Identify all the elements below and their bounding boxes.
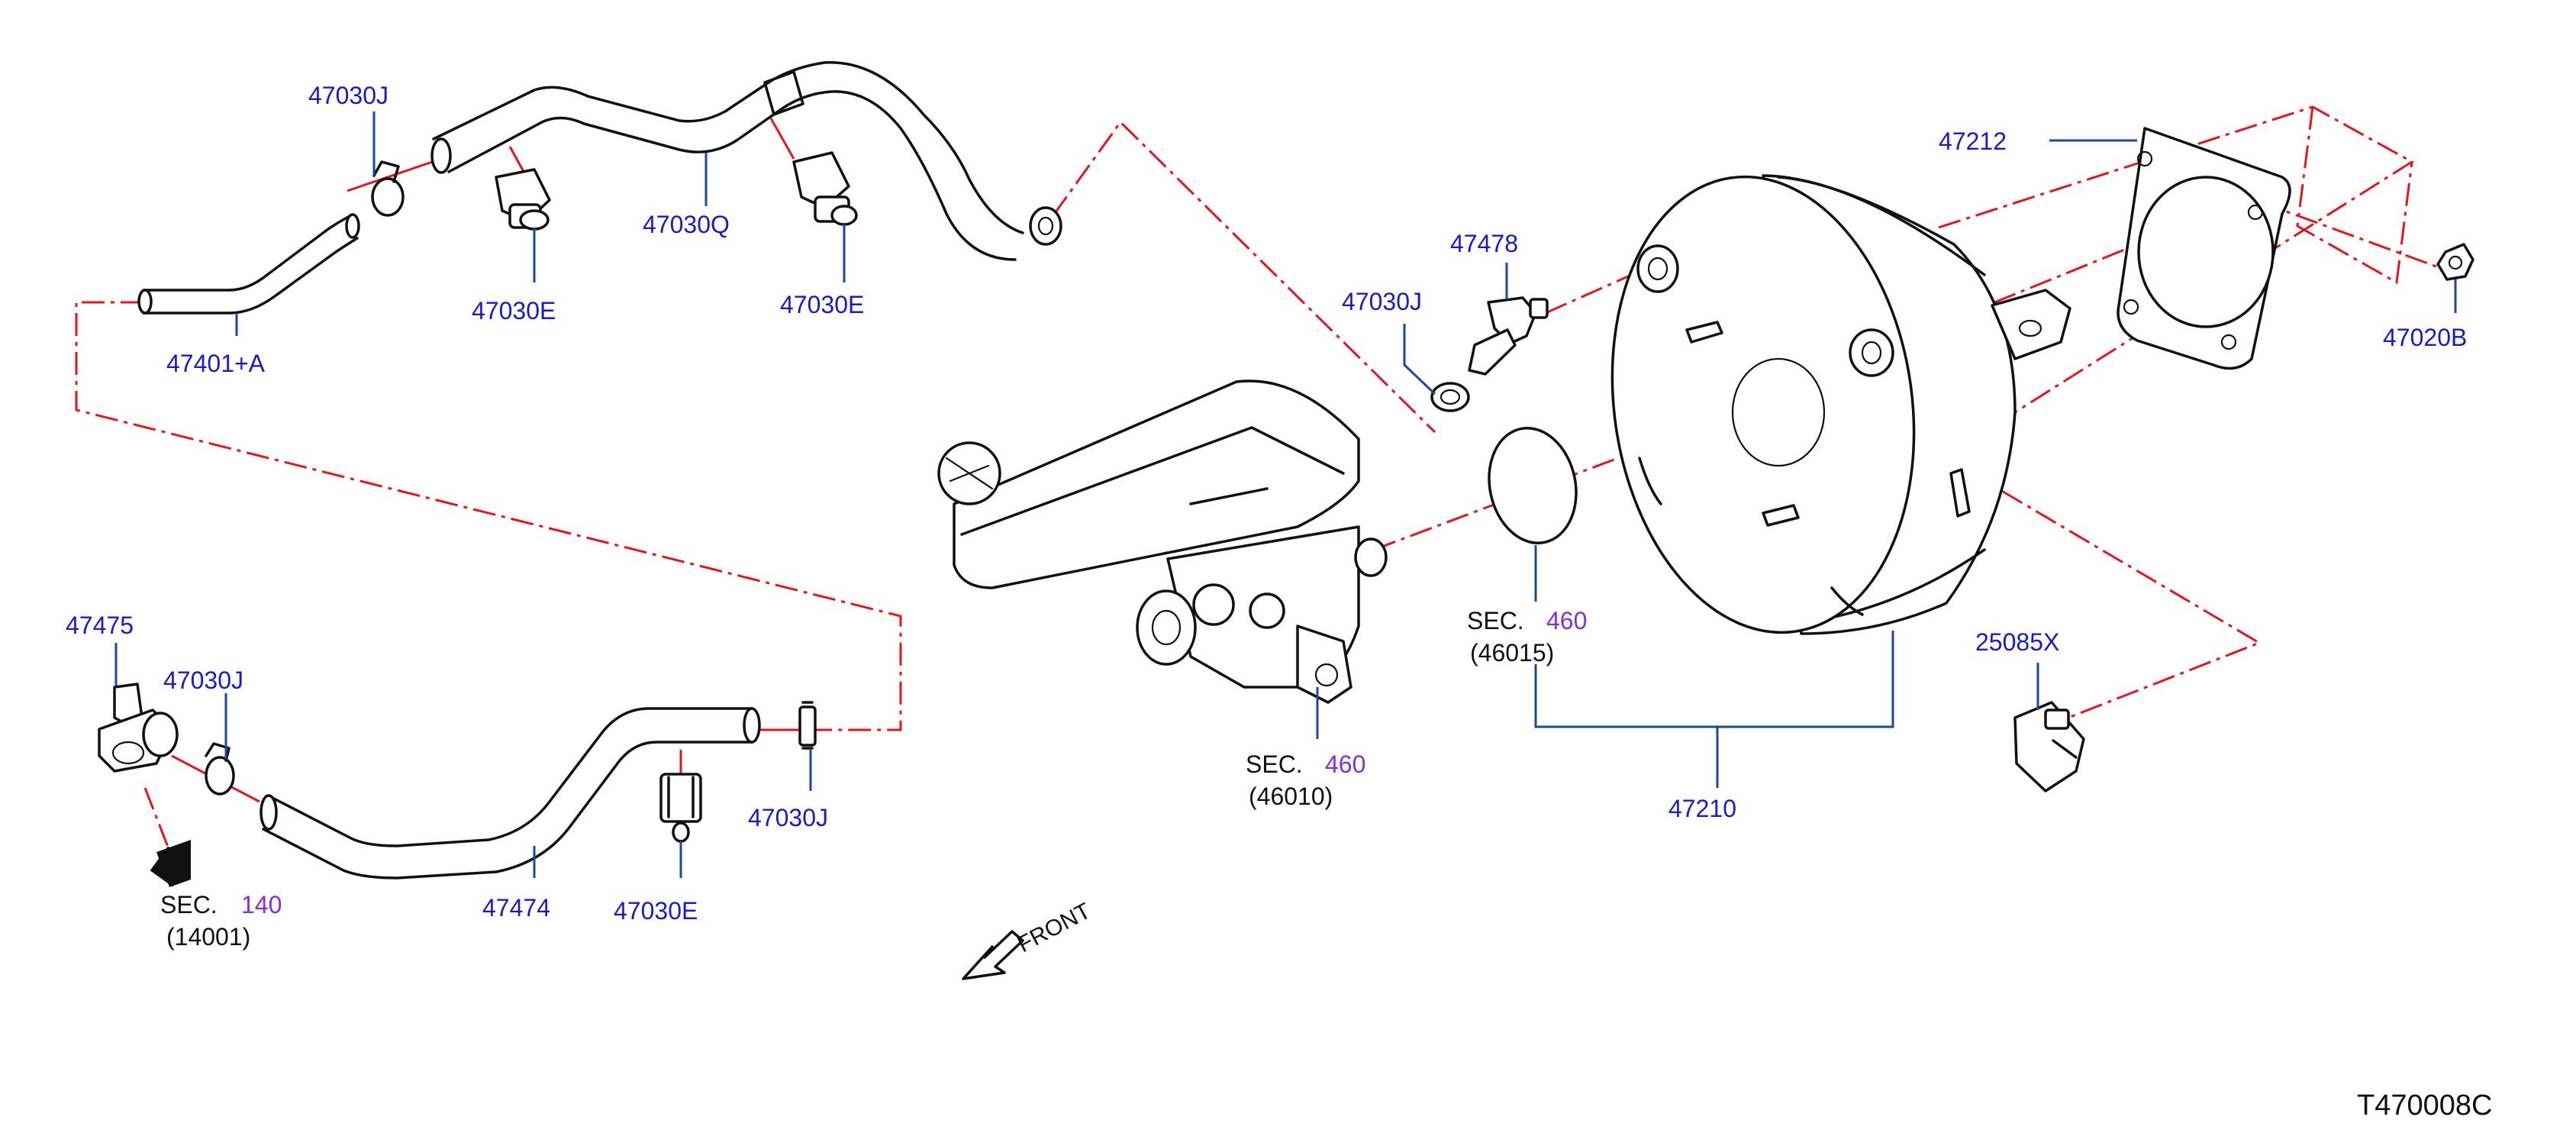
- clamp-47030j-left: [205, 742, 235, 796]
- nut-47020b: [2436, 243, 2474, 281]
- master-cylinder-reservoir: [937, 379, 1360, 589]
- section-references: SEC. 460 (46015) SEC. 460 (46010) SEC. 1…: [160, 607, 1587, 951]
- sec-14001-prefix: SEC.: [160, 891, 218, 918]
- label-47030j-mid: 47030J: [1342, 288, 1422, 315]
- ref-line-check-valve: [143, 787, 173, 857]
- vacuum-hose-top: [430, 61, 1062, 261]
- label-47030j-top: 47030J: [308, 82, 388, 109]
- label-47030e-1: 47030E: [472, 297, 556, 324]
- sec-46015-prefix: SEC.: [1467, 607, 1524, 634]
- gasket-47212: [2117, 127, 2291, 370]
- clamp-47030j-bottom: [798, 701, 817, 750]
- section-arrow: [150, 840, 191, 887]
- master-cylinder-body: [1136, 525, 1388, 704]
- ref-line-hose-to-valve: [1052, 120, 1436, 434]
- sec-14001-number: 140: [241, 891, 282, 918]
- direction-arrow: [962, 930, 1024, 980]
- clamp-47030e-1: [495, 168, 551, 231]
- ref-line-bracket-box-2: [2296, 106, 2413, 285]
- o-ring-46015: [1488, 427, 1578, 544]
- label-47020b: 47020B: [2383, 324, 2467, 351]
- clamp-47030j-top: [371, 160, 405, 217]
- sec-46015-number: 460: [1546, 607, 1587, 634]
- vacuum-hose-upper: [137, 213, 360, 315]
- leader-lines: [114, 111, 2457, 878]
- label-47210: 47210: [1668, 795, 1736, 822]
- clamp-47030e-3: [659, 773, 702, 843]
- ref-line-left-loop: [75, 301, 902, 731]
- label-47030j-bottom: 47030J: [748, 804, 828, 831]
- sec-46010-prefix: SEC.: [1246, 750, 1303, 778]
- label-47212: 47212: [1939, 128, 2007, 155]
- sec-46010-ref: (46010): [1249, 783, 1333, 810]
- label-47030e-3: 47030E: [614, 897, 698, 925]
- label-47030j-left: 47030J: [163, 667, 243, 694]
- ref-line-clamp-c: [769, 118, 795, 160]
- diagram-code: T470008C: [2357, 1089, 2492, 1122]
- sec-14001-ref: (14001): [166, 923, 250, 951]
- sec-46015-ref: (46015): [1470, 639, 1554, 667]
- label-47474: 47474: [482, 894, 550, 922]
- front-label: FRONT: [1014, 899, 1095, 958]
- clamp-47030e-2: [792, 151, 858, 226]
- hose-clamps-upper: [371, 151, 858, 231]
- label-47478: 47478: [1450, 230, 1518, 257]
- label-47030e-2: 47030E: [780, 291, 864, 318]
- sec-46010-number: 460: [1325, 750, 1365, 778]
- label-47401a: 47401+A: [166, 350, 266, 377]
- part-labels: 47030J 47401+A 47030E 47030Q 47030E 4747…: [66, 82, 2467, 925]
- label-47475: 47475: [66, 612, 134, 639]
- check-valve-47478: [1430, 296, 1549, 412]
- label-47030q: 47030Q: [643, 211, 730, 238]
- check-valve-47475: [98, 683, 179, 773]
- brake-booster-47210: [1610, 174, 2071, 635]
- ref-line-nut: [2258, 200, 2443, 270]
- label-25085x: 25085X: [1975, 628, 2059, 656]
- pressure-sensor-25085x: [2013, 701, 2085, 792]
- front-arrow-icon: [962, 930, 1024, 980]
